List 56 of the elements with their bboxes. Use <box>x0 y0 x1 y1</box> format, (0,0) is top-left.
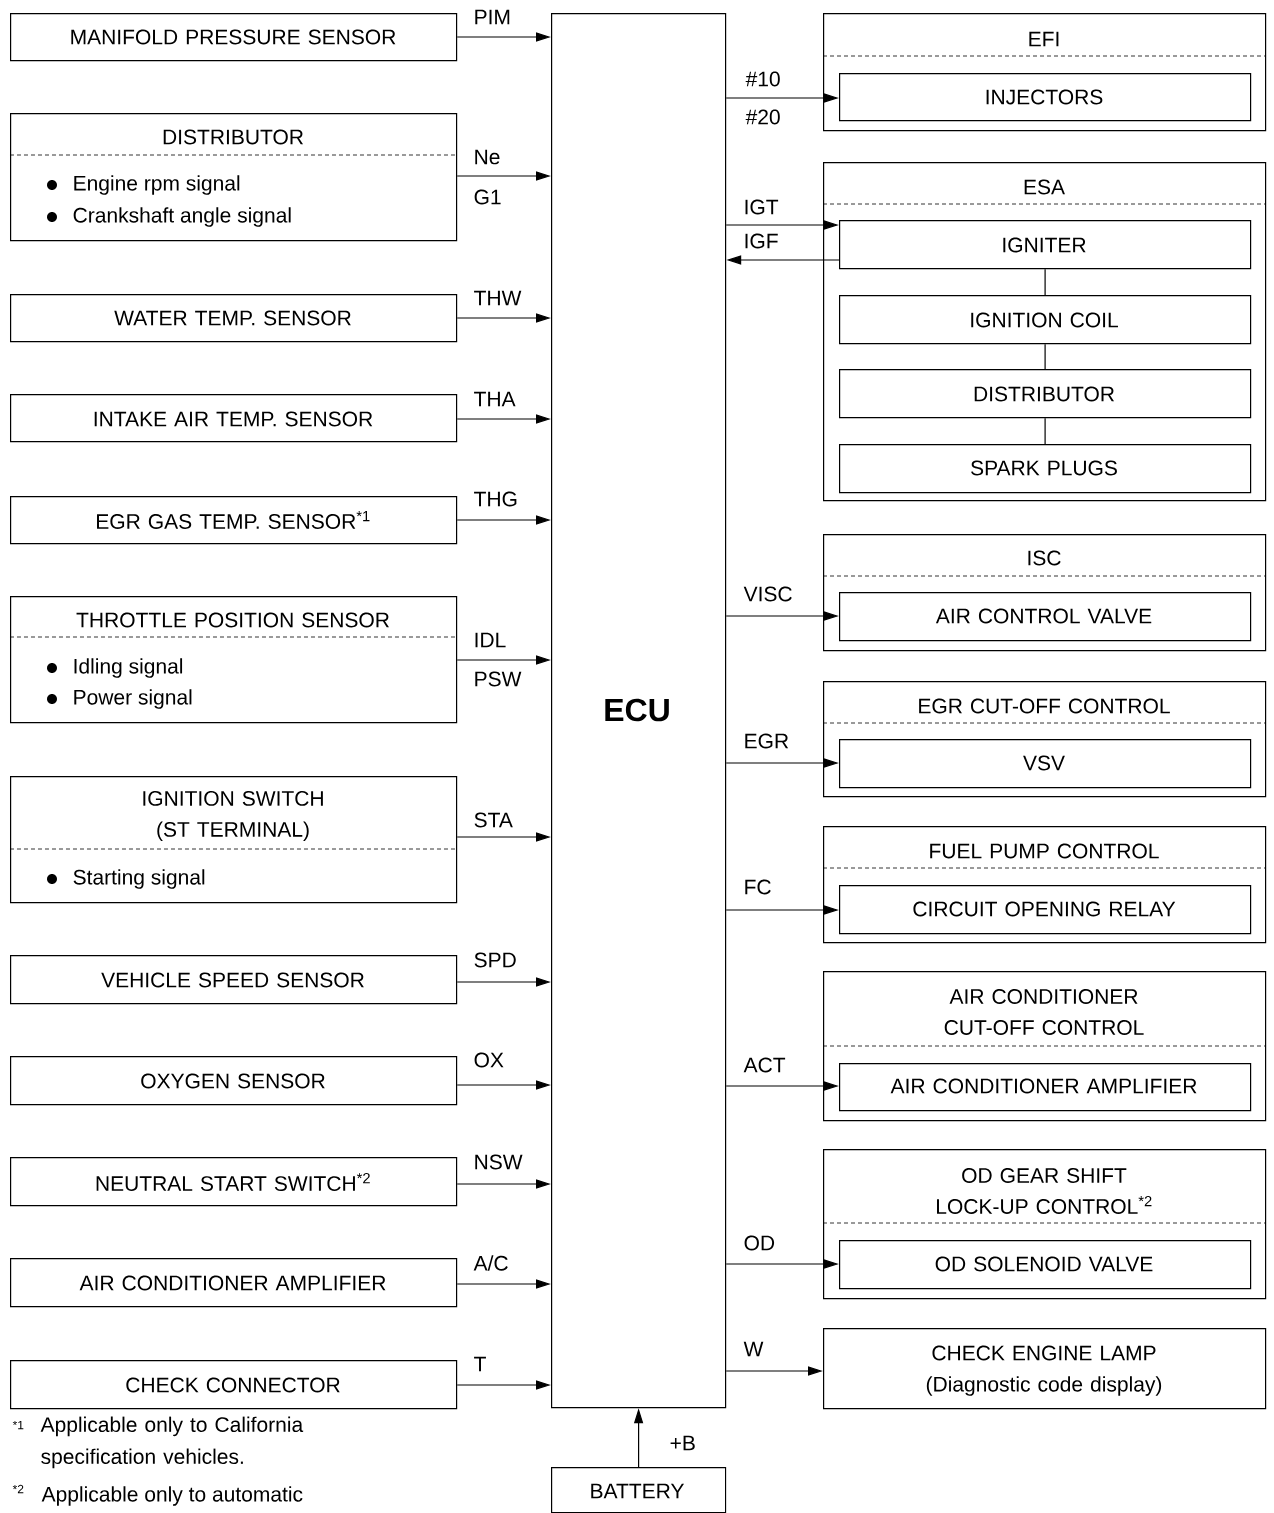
signal-label: W <box>742 1340 765 1358</box>
signal-label: NSW <box>472 1153 524 1171</box>
connector-line <box>1044 417 1046 445</box>
sensor-box: INTAKE AIR TEMP. SENSOR <box>10 394 458 443</box>
signal-label: T <box>472 1355 488 1373</box>
amplifier-box: AIR CONDITIONER AMPLIFIER <box>10 1258 458 1308</box>
signal-label: #20 <box>745 109 780 125</box>
connector-line <box>1044 268 1046 296</box>
component-box: IGNITION COIL <box>839 295 1252 345</box>
signal-label: +B <box>668 1434 697 1452</box>
sensor-box: DISTRIBUTOR Engine rpm signal Crankshaft angle signal <box>9 113 458 242</box>
footnote-mark: *2 <box>12 1484 24 1494</box>
signal-label: PSW <box>475 671 522 687</box>
switch-box: IGNITION SWITCH (ST TERMINAL) Starting signal <box>9 776 458 904</box>
signal-label: G1 <box>474 189 501 205</box>
component-box: VSV <box>839 739 1252 789</box>
connector-line <box>1044 343 1046 370</box>
signal-label: #10 <box>744 70 782 88</box>
signal-label: Ne <box>472 148 502 166</box>
footnote-text: Applicable only to automatic <box>41 1486 303 1506</box>
sensor-box: OXYGEN SENSOR <box>10 1056 458 1106</box>
signal-label: ACT <box>742 1056 787 1074</box>
signal-label: IDL <box>472 631 508 649</box>
signal-label: THW <box>472 289 523 307</box>
ecu-box: ECU <box>551 13 727 1409</box>
signal-label: SPD <box>472 951 518 969</box>
component-box: CIRCUIT OPENING RELAY <box>839 885 1252 935</box>
component-box: OD SOLENOID VALVE <box>839 1240 1252 1290</box>
connector-box: CHECK CONNECTOR <box>10 1360 458 1410</box>
signal-label: OX <box>472 1051 505 1069</box>
signal-label: PIM <box>472 8 512 26</box>
component-box: DISTRIBUTOR <box>839 369 1252 419</box>
signal-label: VISC <box>742 585 794 603</box>
signal-label: FC <box>742 878 773 896</box>
signal-label: THG <box>472 490 519 508</box>
signal-label: STA <box>472 811 514 829</box>
sensor-box: WATER TEMP. SENSOR <box>10 294 458 343</box>
signal-label: A/C <box>472 1254 510 1272</box>
component-box: AIR CONDITIONER AMPLIFIER <box>839 1063 1252 1112</box>
component-box: INJECTORS <box>839 73 1252 122</box>
sensor-box: MANIFOLD PRESSURE SENSOR <box>10 13 458 62</box>
switch-box: NEUTRAL START SWITCH$^{*2}$ <box>10 1157 458 1207</box>
signal-label: EGR <box>742 732 791 750</box>
component-box: IGNITER <box>839 220 1252 270</box>
component-box: SPARK PLUGS <box>839 444 1252 494</box>
footnote-mark: *1 <box>12 1420 24 1430</box>
component-box: AIR CONTROL VALVE <box>839 592 1252 642</box>
sensor-box: EGR GAS TEMP. SENSOR$^{*1}$ <box>10 496 458 545</box>
signal-label: IGF <box>742 232 780 250</box>
sensor-box: VEHICLE SPEED SENSOR <box>10 955 458 1005</box>
battery-box: BATTERY <box>551 1467 727 1513</box>
lamp-box: CHECK ENGINE LAMP (Diagnostic code display) <box>823 1328 1267 1410</box>
signal-label: THA <box>472 390 517 408</box>
signal-label: OD <box>742 1234 777 1252</box>
signal-label: IGT <box>742 198 780 216</box>
sensor-box: THROTTLE POSITION SENSOR Idling signal Power signal <box>9 596 458 724</box>
